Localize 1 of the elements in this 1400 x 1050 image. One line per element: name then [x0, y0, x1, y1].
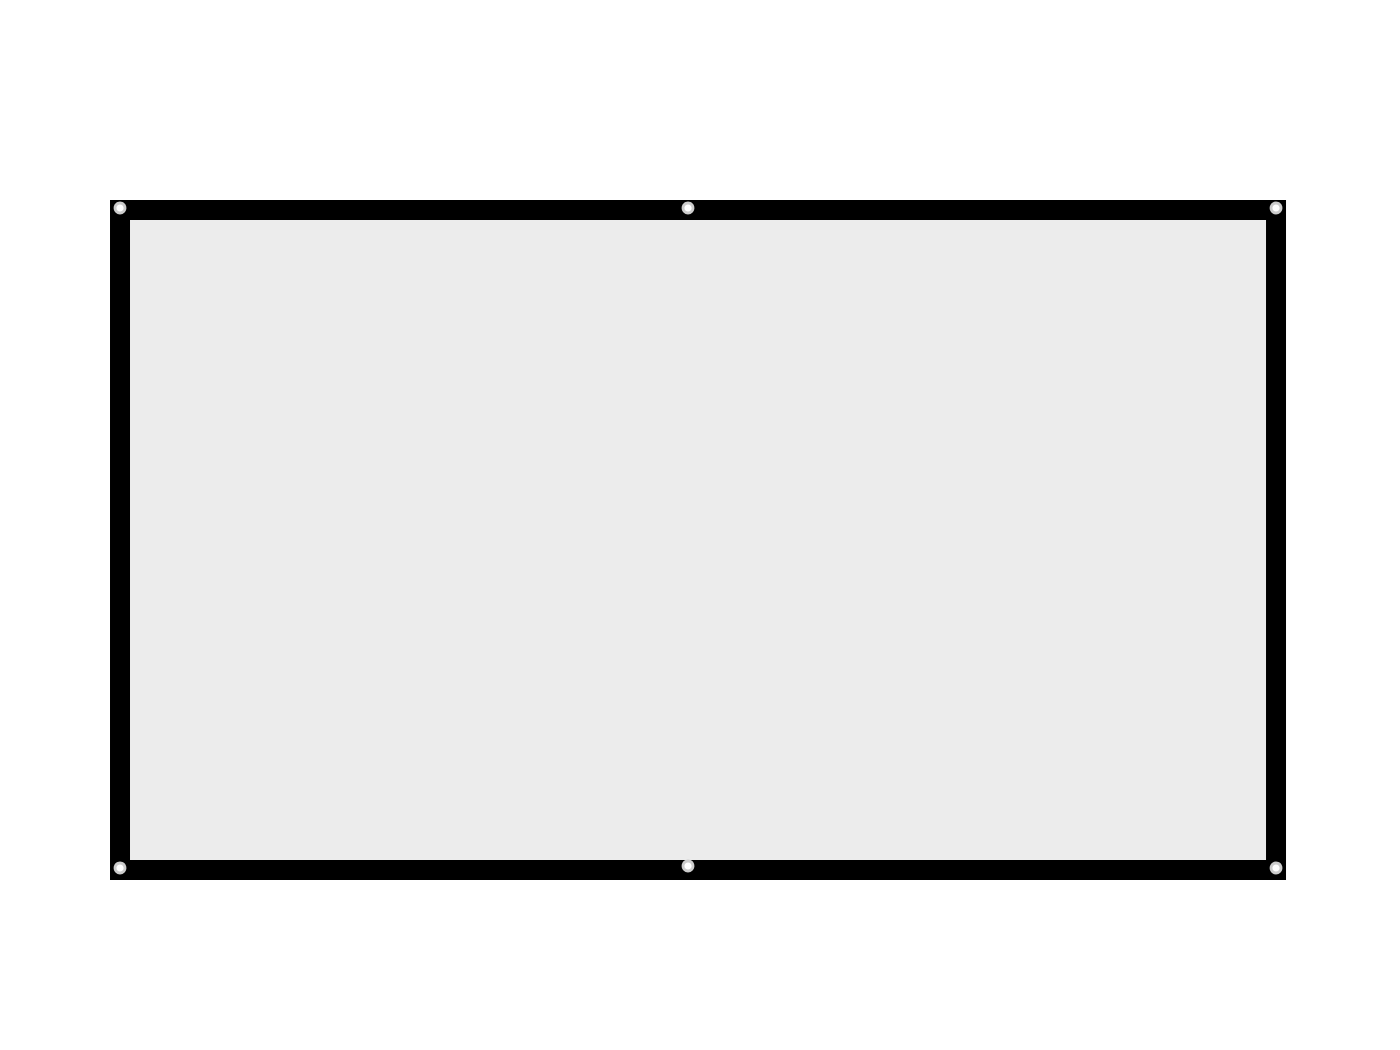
- projection-screen-drawing: [110, 200, 1286, 880]
